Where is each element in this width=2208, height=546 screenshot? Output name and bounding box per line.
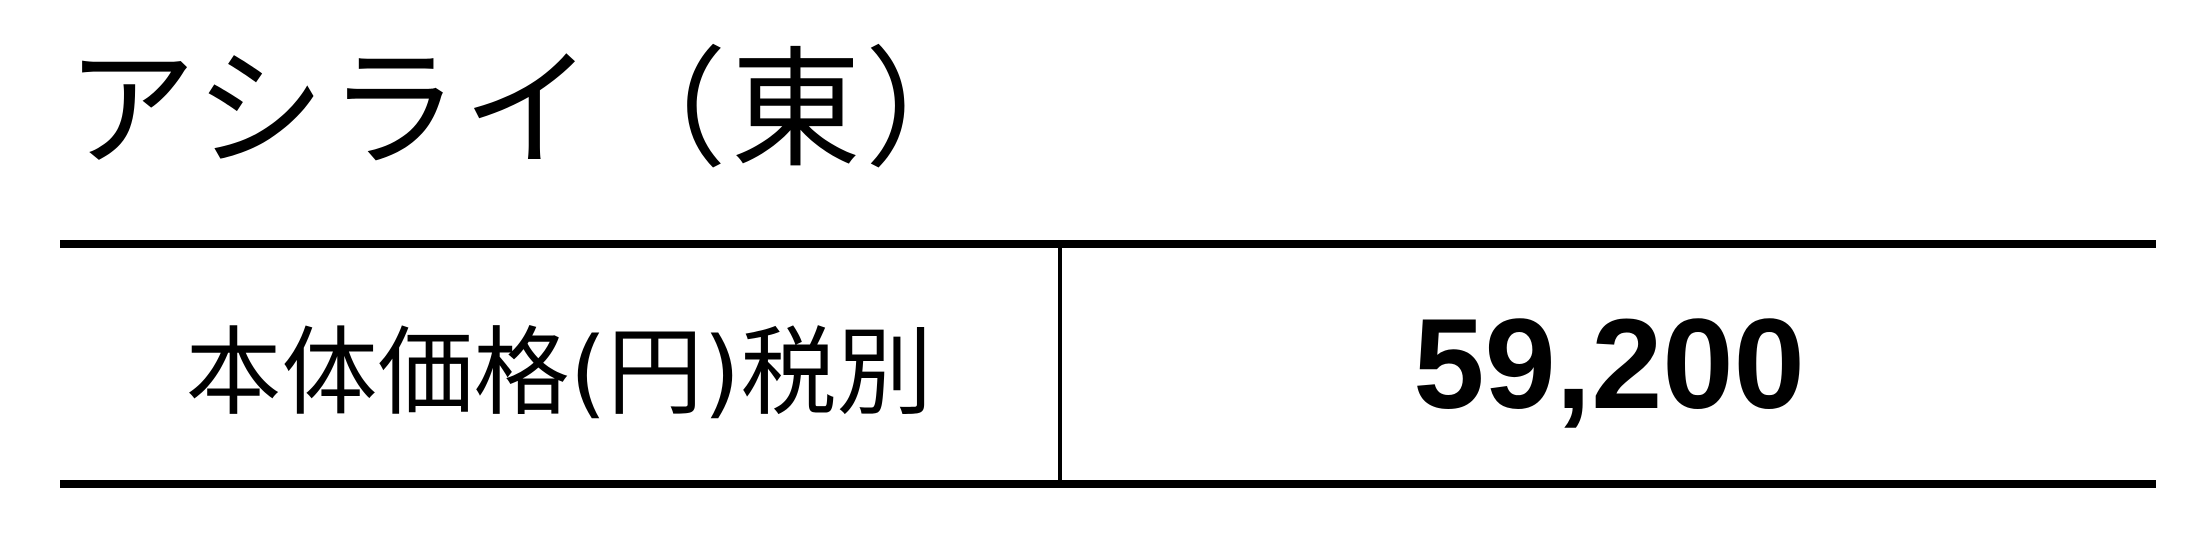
product-title: アシライ（東） xyxy=(66,34,999,186)
price-value: 59,200 xyxy=(1413,292,1805,436)
price-label: 本体価格(円)税別 xyxy=(60,248,1062,480)
price-table: 本体価格(円)税別 59,200 xyxy=(60,240,2156,488)
